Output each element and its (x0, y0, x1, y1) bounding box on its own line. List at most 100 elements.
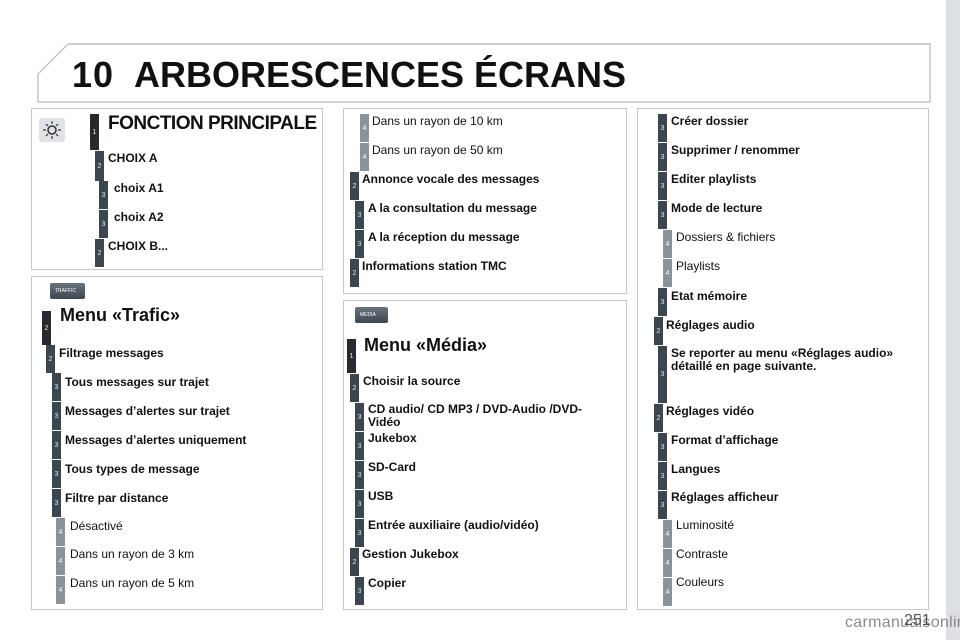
panel-main-function: 1 FONCTION PRINCIPALE 2 CHOIX A 3 choix … (31, 108, 323, 270)
menu-item: Dans un rayon de 3 km (70, 547, 195, 561)
menu-item: Tous messages sur trajet (65, 375, 209, 389)
menu-item: A la consultation du message (368, 201, 537, 215)
level-badge: 3 (355, 577, 364, 605)
panel-title: FONCTION PRINCIPALE (108, 113, 317, 134)
menu-item: Messages d’alertes sur trajet (65, 404, 230, 418)
menu-item: Informations station TMC (362, 259, 507, 273)
page-title: ARBORESCENCES ÉCRANS (134, 54, 627, 95)
level-badge: 3 (355, 403, 364, 431)
menu-item: Etat mémoire (671, 289, 748, 303)
chapter-number: 10 (72, 54, 115, 95)
menu-item: Editer playlists (671, 172, 757, 186)
menu-item: choix A1 (114, 181, 164, 195)
menu-title: Menu «Média» (364, 335, 488, 355)
level-badge: 1 (347, 339, 356, 373)
menu-item: Dans un rayon de 50 km (372, 143, 503, 157)
level-badge: 3 (658, 346, 667, 403)
menu-item: Filtrage messages (59, 346, 164, 360)
menu-item-line: Vidéo (368, 415, 401, 429)
level-badge: 4 (663, 230, 672, 258)
menu-item: Playlists (676, 259, 721, 273)
menu-item: Contraste (676, 547, 729, 561)
page-number: 251 (904, 612, 931, 629)
menu-item: USB (368, 489, 394, 503)
level-badge: 3 (658, 172, 667, 200)
level-badge: 4 (663, 549, 672, 577)
level-badge: 2 (350, 548, 359, 576)
menu-item: Créer dossier (671, 114, 749, 128)
level-badge: 3 (52, 373, 61, 401)
menu-item: Dans un rayon de 5 km (70, 576, 195, 590)
level-badge: 4 (56, 547, 65, 575)
level-badge: 3 (52, 489, 61, 517)
level-badge: 3 (52, 402, 61, 430)
panel-trafic: TRAFFIC 2 Menu «Trafic» 2 Filtrage messa… (31, 276, 323, 610)
level-badge: 2 (42, 311, 51, 345)
menu-item: Dossiers & fichiers (676, 230, 776, 244)
level-badge: 4 (56, 518, 65, 546)
level-badge: 2 (350, 374, 359, 402)
traffic-tag: TRAFFIC (50, 283, 85, 299)
menu-item: Copier (368, 576, 407, 590)
menu-item-line: Se reporter au menu «Réglages audio» (671, 346, 894, 360)
sun-icon (39, 118, 65, 142)
header-frame (37, 43, 931, 103)
menu-item: Entrée auxiliaire (audio/vidéo) (368, 518, 539, 532)
watermark: carmanualsonline.info (845, 614, 960, 631)
panel-trafic-continued: 4 Dans un rayon de 10 km 4 Dans un rayon… (343, 108, 627, 294)
level-badge: 4 (663, 578, 672, 606)
level-badge: 3 (658, 143, 667, 171)
menu-item: Filtre par distance (65, 491, 169, 505)
menu-item: Dans un rayon de 10 km (372, 114, 503, 128)
panel-media-continued: 3 Créer dossier 3 Supprimer / renommer 3… (637, 108, 929, 610)
menu-title: Menu «Trafic» (60, 305, 181, 325)
menu-item: Choisir la source (363, 374, 461, 388)
menu-item: CD audio/ CD MP3 / DVD-Audio /DVD- Vidéo (368, 403, 582, 429)
level-badge: 3 (658, 201, 667, 229)
level-badge: 4 (360, 114, 369, 142)
level-badge: 3 (658, 114, 667, 142)
menu-item: Supprimer / renommer (671, 143, 800, 157)
media-tag: MEDIA (355, 307, 388, 323)
level-badge: 3 (355, 201, 364, 229)
menu-item: CHOIX B... (108, 239, 169, 253)
level-badge: 3 (355, 230, 364, 258)
level-badge: 3 (355, 490, 364, 518)
panel-media: MEDIA 1 Menu «Média» 2 Choisir la source… (343, 300, 627, 610)
menu-item: Réglages vidéo (666, 404, 755, 418)
menu-item: Jukebox (368, 431, 417, 445)
level-badge: 3 (658, 462, 667, 490)
side-strip (946, 0, 960, 640)
level-badge: 4 (360, 143, 369, 171)
menu-item: Annonce vocale des messages (362, 172, 540, 186)
level-badge: 2 (95, 239, 104, 267)
menu-item: Se reporter au menu «Réglages audio» dét… (671, 347, 893, 373)
level-badge: 3 (52, 431, 61, 459)
level-badge: 2 (350, 172, 359, 200)
level-badge: 3 (99, 210, 108, 238)
menu-item: Mode de lecture (671, 201, 763, 215)
menu-item: A la réception du message (368, 230, 520, 244)
level-badge: 4 (56, 576, 65, 604)
menu-item: Réglages audio (666, 318, 755, 332)
menu-item-line: détaillé en page suivante. (671, 359, 817, 373)
menu-item: Couleurs (676, 575, 725, 589)
level-badge: 4 (663, 520, 672, 548)
menu-item: Réglages afficheur (671, 490, 779, 504)
menu-item-line: CD audio/ CD MP3 / DVD-Audio /DVD- (368, 402, 582, 416)
menu-item: Désactivé (70, 519, 123, 533)
menu-item: Tous types de message (65, 462, 200, 476)
menu-item: choix A2 (114, 210, 164, 224)
level-badge: 3 (99, 181, 108, 209)
level-badge: 3 (658, 288, 667, 316)
menu-item: Messages d’alertes uniquement (65, 433, 247, 447)
level-badge: 3 (658, 433, 667, 461)
level-badge: 3 (355, 461, 364, 489)
menu-item: CHOIX A (108, 151, 158, 165)
level-badge: 3 (52, 460, 61, 488)
menu-item: Format d’affichage (671, 433, 779, 447)
level-badge: 1 (90, 114, 99, 150)
level-badge: 4 (663, 259, 672, 287)
level-badge: 2 (95, 151, 104, 181)
menu-item: SD-Card (368, 460, 417, 474)
